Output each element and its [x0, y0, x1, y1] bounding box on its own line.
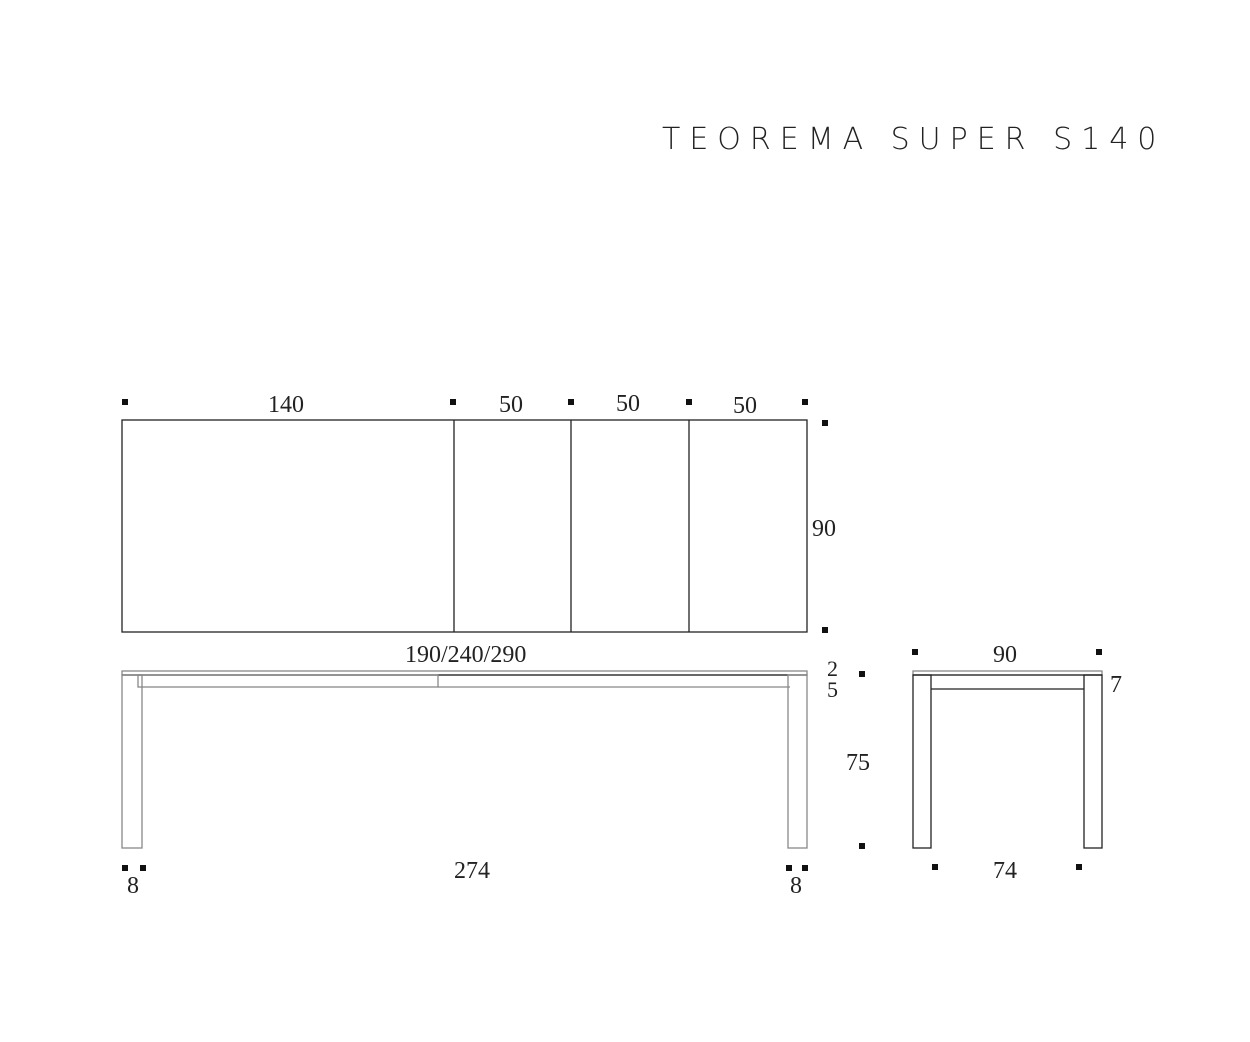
dim-leg-span: 274: [454, 858, 490, 884]
dim-depth: 90: [812, 516, 836, 542]
product-title: TEOREMA SUPER S140: [662, 122, 1165, 157]
dim-side-leg-span: 74: [993, 858, 1017, 884]
dim-leg-right: 8: [790, 873, 802, 899]
dim-50-a: 50: [499, 392, 523, 418]
dim-lengths: 190/240/290: [405, 642, 526, 668]
dim-50-b: 50: [616, 391, 640, 417]
top-view: 140 50 50 50 90: [121, 391, 836, 633]
dim-side-width: 90: [993, 642, 1017, 668]
dim-top-thickness: 2: [827, 656, 838, 681]
dim-140: 140: [268, 392, 304, 418]
dim-side-apron: 7: [1110, 672, 1122, 698]
dim-apron: 5: [827, 677, 838, 702]
dim-leg-left: 8: [127, 873, 139, 899]
side-view: 90 7 74: [912, 642, 1122, 884]
dim-50-c: 50: [733, 393, 757, 419]
dim-height: 75: [846, 750, 870, 776]
front-view: 190/240/290 2 5 75 274 8 8: [121, 642, 870, 899]
